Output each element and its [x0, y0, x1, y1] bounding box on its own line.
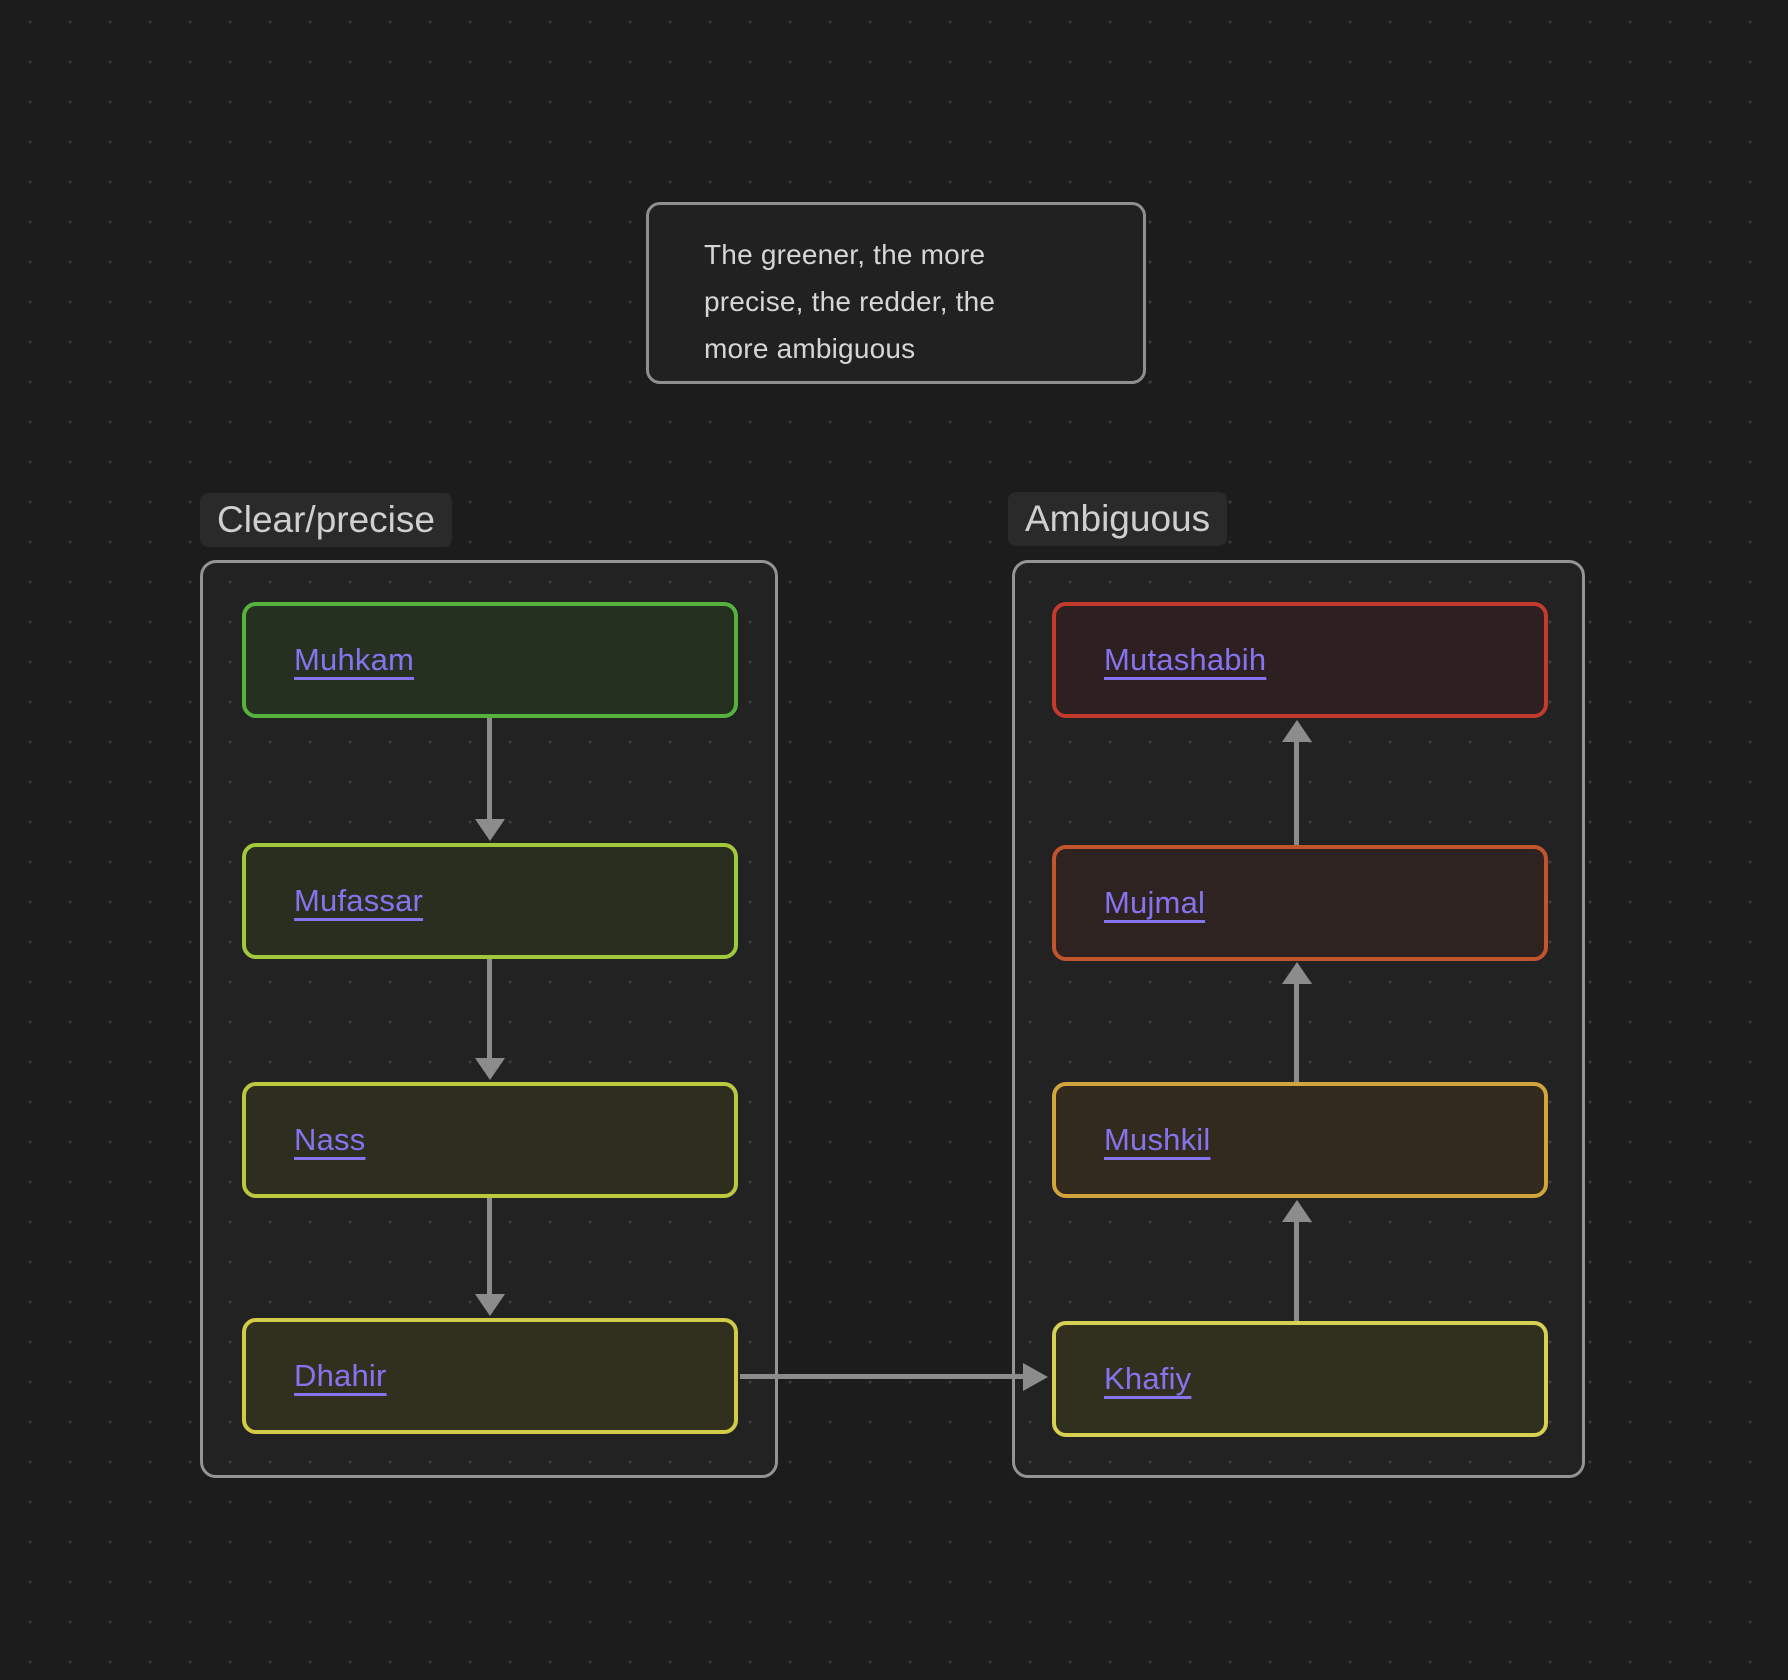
- group-label-clear-precise[interactable]: Clear/precise: [200, 493, 452, 547]
- node-mujmal[interactable]: Mujmal: [1052, 845, 1548, 961]
- link-mufassar[interactable]: Mufassar: [294, 883, 424, 918]
- group-clear-precise[interactable]: [200, 560, 778, 1478]
- node-mushkil[interactable]: Mushkil: [1052, 1082, 1548, 1198]
- note-text-line: The greener, the more: [704, 239, 986, 270]
- arrow-line: [740, 1374, 1024, 1379]
- group-label-ambiguous[interactable]: Ambiguous: [1008, 492, 1228, 546]
- link-khafiy[interactable]: Khafiy: [1104, 1361, 1192, 1396]
- node-dhahir[interactable]: Dhahir: [242, 1318, 738, 1434]
- link-mushkil[interactable]: Mushkil: [1104, 1122, 1211, 1157]
- node-mufassar[interactable]: Mufassar: [242, 843, 738, 959]
- link-muhkam[interactable]: Muhkam: [294, 642, 415, 677]
- link-mutashabih[interactable]: Mutashabih: [1104, 642, 1267, 677]
- arrowhead-up-icon: [1282, 720, 1312, 742]
- arrowhead-up-icon: [1282, 1200, 1312, 1222]
- arrow-line: [1294, 740, 1299, 845]
- arrowhead-down-icon: [475, 1058, 505, 1080]
- arrow-line: [1294, 982, 1299, 1082]
- note-text-line: more ambiguous: [704, 333, 916, 364]
- node-khafiy[interactable]: Khafiy: [1052, 1321, 1548, 1437]
- arrowhead-down-icon: [475, 819, 505, 841]
- note-text-line: precise, the redder, the: [704, 286, 996, 317]
- link-dhahir[interactable]: Dhahir: [294, 1358, 387, 1393]
- node-mutashabih[interactable]: Mutashabih: [1052, 602, 1548, 718]
- arrow-line: [487, 1198, 492, 1295]
- node-nass[interactable]: Nass: [242, 1082, 738, 1198]
- link-nass[interactable]: Nass: [294, 1122, 366, 1157]
- arrowhead-down-icon: [475, 1294, 505, 1316]
- arrowhead-right-icon: [1023, 1363, 1048, 1391]
- arrow-line: [487, 959, 492, 1059]
- arrow-line: [487, 718, 492, 821]
- link-mujmal[interactable]: Mujmal: [1104, 885, 1206, 920]
- node-muhkam[interactable]: Muhkam: [242, 602, 738, 718]
- group-ambiguous[interactable]: [1012, 560, 1585, 1478]
- arrow-line: [1294, 1220, 1299, 1321]
- note-card[interactable]: The greener, the more precise, the redde…: [646, 202, 1146, 384]
- arrowhead-up-icon: [1282, 962, 1312, 984]
